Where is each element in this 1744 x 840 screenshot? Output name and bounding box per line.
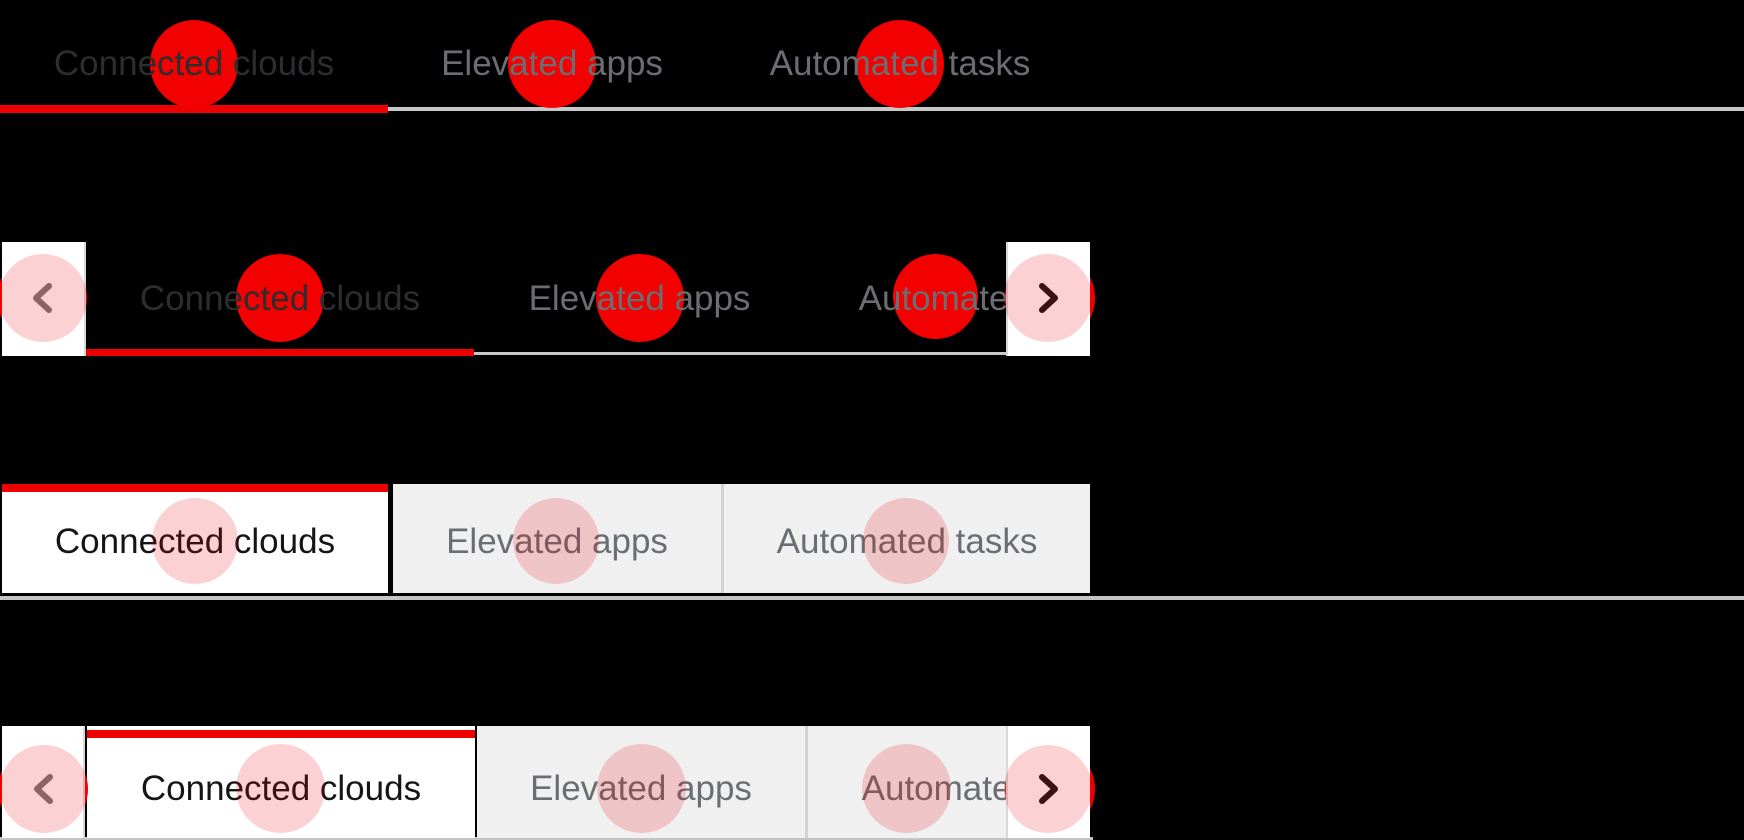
touch-target-indicator [1004,745,1092,833]
tabs-baseline [388,107,1744,111]
scroll-left-button[interactable] [2,242,86,356]
active-tab-underline [0,105,388,113]
touch-target-indicator [893,254,978,339]
tabs-example-underline: Connected clouds Elevated apps Automated… [0,0,1744,120]
touch-target-indicator [856,20,944,108]
tab-label: Automated tasks [858,279,1006,318]
tab-connected-clouds[interactable]: Connected clouds [86,242,474,356]
tab-elevated-apps[interactable]: Elevated apps [388,8,716,120]
active-tab-background [2,484,388,593]
touch-target-indicator [863,498,949,584]
touch-target-indicator [862,744,951,833]
chevron-right-icon [1039,283,1058,313]
tab-background [724,484,1090,593]
tab-elevated-apps[interactable]: Elevated apps [477,726,805,838]
tab-elevated-apps[interactable]: Elevated apps [393,484,721,593]
chevron-left-icon [34,774,53,804]
tab-separator [721,484,724,593]
touch-target-indicator [508,20,596,108]
tab-connected-clouds[interactable]: Connected clouds [2,484,388,593]
tab-label: Connected clouds [139,279,421,318]
chevron-right-icon [1039,774,1058,804]
tab-connected-clouds[interactable]: Connected clouds [87,726,475,838]
tab-label: Elevated apps [530,768,752,808]
tab-automated-tasks[interactable]: Automated tasks [805,242,1006,356]
tab-label: Connected clouds [140,768,422,808]
tab-label: Automated tasks [861,768,1006,808]
tab-label: Automated tasks [769,44,1031,83]
tabs-bottom-border [0,596,1744,600]
touch-target-indicator [597,744,686,833]
active-tab-underline [86,349,474,356]
tab-label: Elevated apps [441,44,663,83]
active-tab-top-border [2,484,388,492]
tab-automated-tasks[interactable]: Automated tasks [724,484,1090,593]
tab-elevated-apps[interactable]: Elevated apps [474,242,805,356]
touch-target-indicator [236,744,325,833]
active-tab-top-border [87,730,475,738]
tab-automated-tasks-clipped: Automated tasks [805,242,1006,356]
touch-target-indicator [152,498,238,584]
tab-label: Elevated apps [528,279,751,318]
touch-target-indicator [0,254,87,342]
tabs-bottom-border [0,837,1093,840]
tab-label: Elevated apps [446,521,668,561]
touch-target-indicator [513,498,599,584]
tab-label: Automated tasks [776,521,1038,561]
tab-connected-clouds[interactable]: Connected clouds [0,8,388,120]
tab-label: Connected clouds [54,521,336,561]
touch-target-indicator [236,254,324,342]
tab-background [477,726,805,838]
tabs-baseline [474,352,1006,355]
tab-automated-tasks-clipped: Automated tasks [808,726,1006,838]
touch-target-indicator [1004,254,1092,342]
tab-separator [805,726,808,838]
touch-target-indicator [150,20,238,108]
tab-automated-tasks[interactable]: Automated tasks [716,8,1084,120]
tab-background [393,484,721,593]
tab-automated-tasks[interactable]: Automated tasks [808,726,1006,838]
tab-label: Connected clouds [53,44,335,83]
chevron-left-icon [33,283,52,313]
touch-target-indicator [596,254,684,342]
active-tab-background [87,726,475,838]
scroll-right-button[interactable] [1006,242,1090,356]
touch-target-indicator [0,745,88,833]
